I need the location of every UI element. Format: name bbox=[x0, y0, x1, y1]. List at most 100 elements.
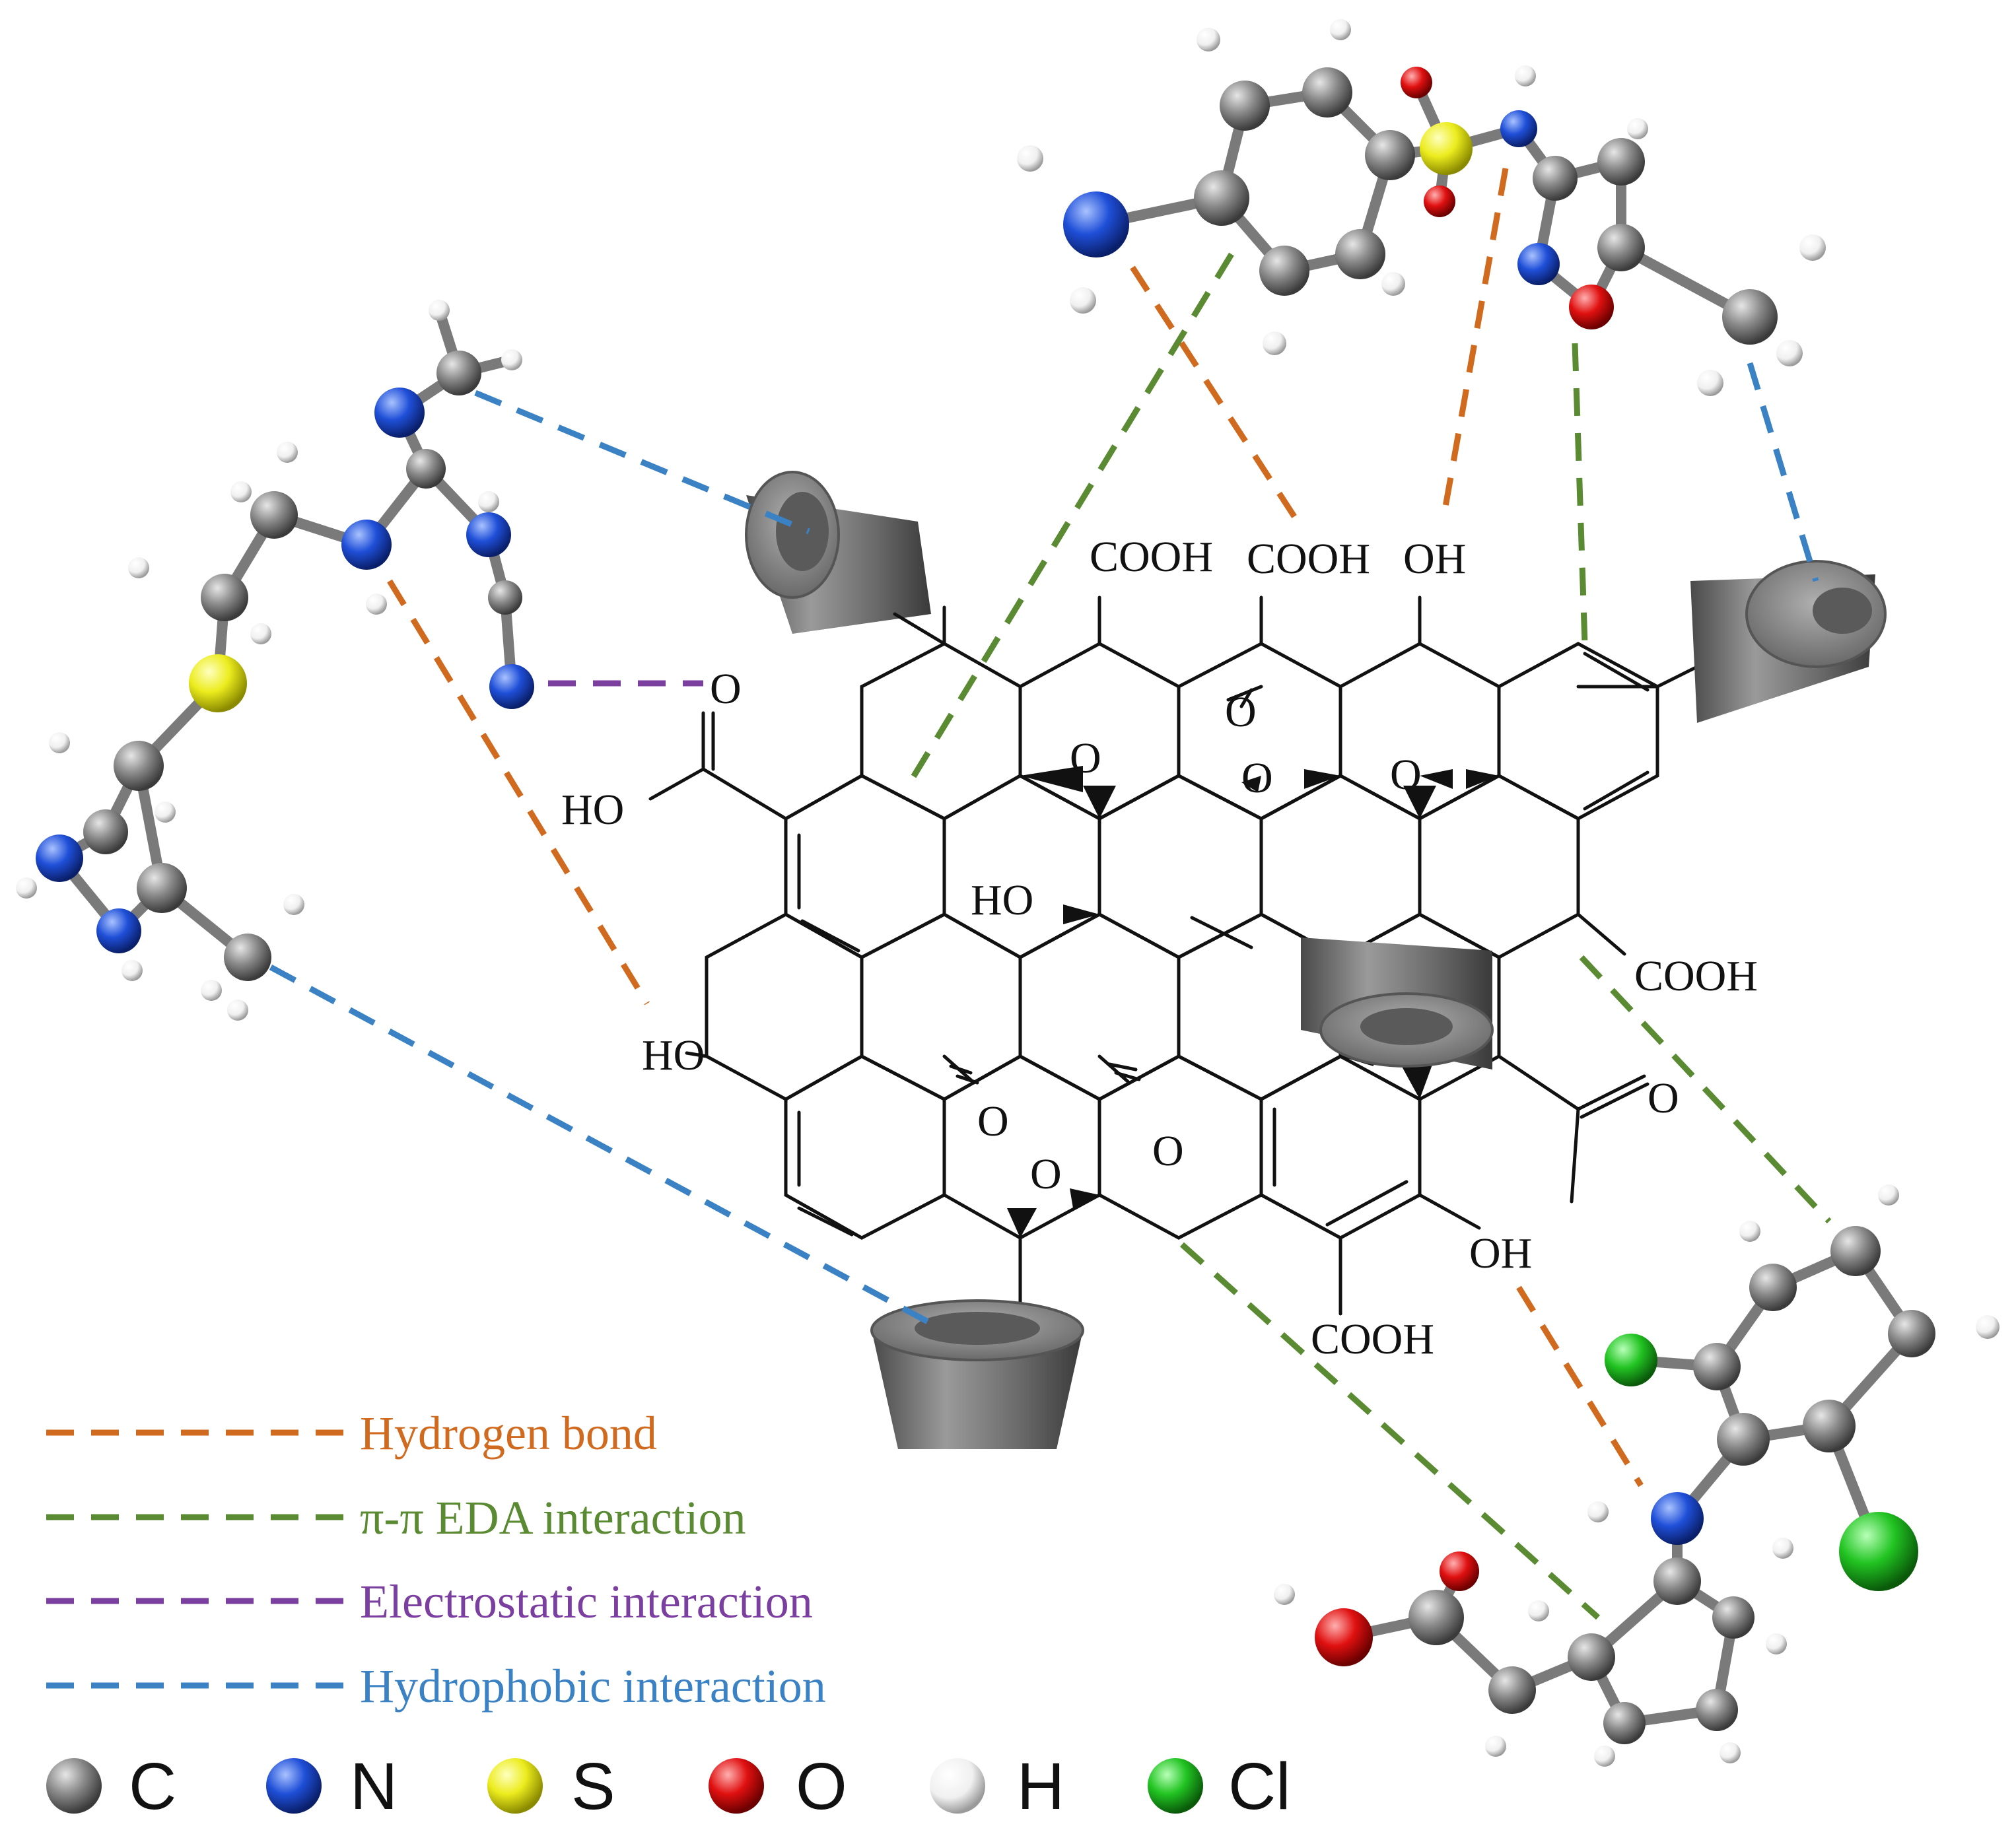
sulfur-atom bbox=[1420, 122, 1473, 175]
cyclodextrin-cone bbox=[1301, 937, 1494, 1070]
nitrogen-atom bbox=[466, 512, 511, 557]
label-oh: OH bbox=[1403, 535, 1466, 583]
carbon-atom bbox=[224, 934, 271, 981]
hydrogen-bond-line bbox=[387, 579, 650, 1005]
carbon-atom bbox=[488, 580, 522, 615]
label-ho: HO bbox=[642, 1031, 705, 1079]
atom-key-label: H bbox=[1017, 1750, 1064, 1823]
sulfur-atom bbox=[189, 654, 247, 712]
hydrogen-atom bbox=[1776, 340, 1803, 366]
oxygen-atom bbox=[1315, 1608, 1373, 1666]
hydrogen-atom bbox=[1330, 19, 1351, 40]
hydrogen-atom bbox=[1381, 272, 1405, 296]
cyclodextrin-cone bbox=[1690, 560, 1887, 723]
hydrogen-atom bbox=[1627, 118, 1648, 139]
nitrogen-atom bbox=[1063, 191, 1129, 257]
carbon-atom bbox=[436, 351, 481, 395]
hydrogen-atom bbox=[1976, 1315, 1999, 1339]
legend-item-hydrogen-bond: Hydrogen bond bbox=[46, 1407, 657, 1460]
carbon-atom bbox=[1693, 1343, 1741, 1390]
hydrogen-atom bbox=[283, 894, 304, 915]
carbon-atom bbox=[1803, 1400, 1856, 1452]
hydrogen-bond-line bbox=[1440, 168, 1509, 522]
hydrogen-atom bbox=[1720, 1742, 1741, 1763]
label-cooh: COOH bbox=[1090, 533, 1213, 581]
carbon-atom bbox=[1220, 81, 1270, 131]
carbon-atom bbox=[1712, 1596, 1755, 1639]
carbon-atom bbox=[137, 863, 187, 913]
carbon-atom bbox=[1749, 1264, 1797, 1311]
hydrogen-atom bbox=[1697, 370, 1723, 396]
sulfur-key-sphere bbox=[487, 1758, 543, 1814]
carbon-atom bbox=[1653, 1557, 1701, 1605]
legend-label: Hydrophobic interaction bbox=[360, 1660, 826, 1713]
label-epoxide-o: O bbox=[1030, 1150, 1062, 1198]
atom-key-label: N bbox=[350, 1750, 398, 1823]
label-epoxide-o: O bbox=[1390, 751, 1422, 799]
hydrogen-atom bbox=[1197, 28, 1220, 51]
carbon-atom bbox=[1597, 138, 1645, 186]
hydrogen-atom bbox=[1594, 1746, 1615, 1767]
hydrogen-atom bbox=[1263, 331, 1286, 355]
carbon-atom bbox=[250, 491, 298, 539]
carbon-atom bbox=[1603, 1702, 1646, 1744]
hydrogen-bond-line bbox=[1130, 265, 1300, 524]
carbon-atom bbox=[114, 741, 164, 791]
hydrogen-atom bbox=[227, 1000, 248, 1021]
hydrogen-atom bbox=[128, 557, 149, 578]
carbon-atom bbox=[1597, 224, 1645, 271]
pi-pi-line bbox=[1572, 343, 1588, 644]
nitrogen-atom bbox=[374, 388, 425, 438]
carbon-atom bbox=[1722, 289, 1778, 345]
nitrogen-atom bbox=[1500, 110, 1537, 147]
molecule-sulfamethoxazole bbox=[1017, 19, 1826, 396]
interaction-lines bbox=[269, 168, 1832, 1620]
carbon-atom bbox=[1488, 1666, 1536, 1714]
oxygen-atom bbox=[1569, 285, 1614, 329]
carbon-atom bbox=[1888, 1310, 1935, 1357]
hydrogen-atom bbox=[1772, 1538, 1793, 1559]
nitrogen-atom bbox=[1651, 1492, 1704, 1545]
hydrogen-atom bbox=[1485, 1736, 1506, 1757]
oxygen-atom bbox=[1424, 186, 1455, 217]
legend-label: π-π EDA interaction bbox=[360, 1491, 746, 1544]
legend-item-hydrophobic: Hydrophobic interaction bbox=[46, 1660, 826, 1713]
hydrogen-atom bbox=[478, 491, 499, 512]
carbon-atom bbox=[1408, 1590, 1464, 1645]
label-ho: HO bbox=[561, 786, 624, 834]
label-carbonyl-o: O bbox=[710, 665, 742, 713]
label-cooh: COOH bbox=[1311, 1315, 1434, 1363]
chlorine-atom bbox=[1605, 1334, 1657, 1386]
hydrophobic-line bbox=[474, 390, 810, 535]
carbon-atom bbox=[1335, 229, 1385, 279]
hydrogen-atom bbox=[230, 481, 252, 502]
hydrogen-atom bbox=[201, 980, 222, 1001]
carbon-atom bbox=[1696, 1689, 1738, 1731]
atom-key-label: Cl bbox=[1228, 1750, 1290, 1823]
functional-group-labels: COOH COOH OH O O O O O HO HO COOH HO O O… bbox=[561, 533, 1758, 1363]
molecule-diclofenac bbox=[1274, 1184, 1999, 1767]
hydrophobic-line bbox=[269, 965, 940, 1330]
hydrogen-atom bbox=[155, 801, 176, 823]
carbon-key-sphere bbox=[46, 1758, 102, 1814]
pi-pi-line bbox=[1179, 1242, 1601, 1620]
hydrogen-atom bbox=[501, 349, 522, 370]
hydrogen-atom bbox=[1515, 65, 1536, 86]
pi-pi-line bbox=[1579, 955, 1832, 1224]
carbon-atom bbox=[1194, 170, 1249, 226]
hydrogen-atom bbox=[1528, 1600, 1549, 1621]
graphene-oxide-sheet bbox=[648, 596, 1719, 1316]
legend-item-pi-pi: π-π EDA interaction bbox=[46, 1491, 746, 1544]
molecule-cimetidine bbox=[16, 300, 534, 1021]
label-cooh: COOH bbox=[1634, 952, 1758, 1000]
cyclodextrin-cone bbox=[745, 471, 946, 646]
oxygen-key-sphere bbox=[709, 1758, 764, 1814]
hydrogen-atom bbox=[1070, 287, 1096, 314]
chlorine-atom bbox=[1839, 1512, 1918, 1591]
carbon-atom bbox=[406, 449, 446, 489]
hydrogen-bond-line bbox=[1516, 1285, 1644, 1487]
hydrogen-atom bbox=[1739, 1221, 1760, 1242]
carbon-atom bbox=[83, 809, 128, 854]
nitrogen-atom bbox=[96, 908, 141, 953]
label-ho: HO bbox=[971, 876, 1033, 924]
